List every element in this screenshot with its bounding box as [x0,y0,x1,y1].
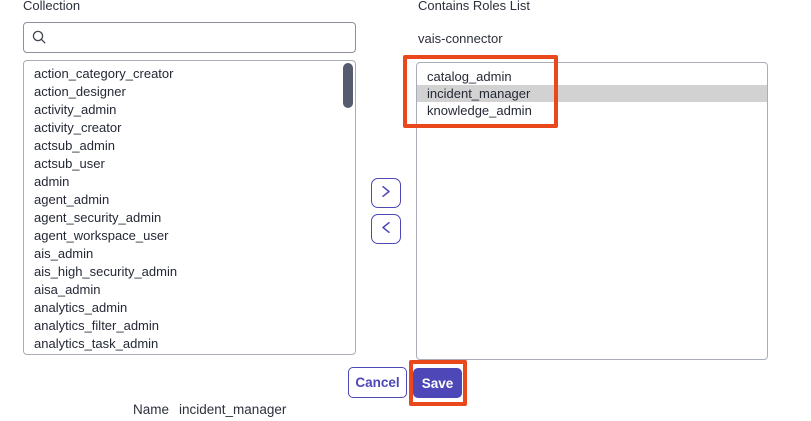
save-button[interactable]: Save [413,368,462,398]
list-item[interactable]: action_category_creator [34,66,174,81]
list-item[interactable]: catalog_admin [427,69,512,84]
list-item[interactable]: agent_security_admin [34,210,162,225]
name-row: Name incident_manager [133,402,286,417]
list-item[interactable]: aisa_admin [34,282,101,297]
list-item[interactable]: analytics_admin [34,300,128,315]
magnifier-icon [32,30,47,45]
search-box[interactable] [23,22,356,53]
list-item[interactable]: actsub_admin [34,138,115,153]
list-item[interactable]: action_designer [34,84,126,99]
contains-roles-label: Contains Roles List [418,0,530,13]
list-item[interactable]: ais_high_security_admin [34,264,178,279]
name-value: incident_manager [179,402,287,417]
list-item[interactable]: actsub_user [34,156,105,171]
collection-label: Collection [23,0,81,13]
list-item[interactable]: ais_admin [34,246,94,261]
record-name: vais-connector [418,31,503,46]
move-right-button[interactable] [371,178,401,208]
search-input[interactable] [54,30,347,45]
chevron-left-icon [381,221,391,237]
chevron-right-icon [381,185,391,201]
list-item[interactable]: analytics_viewer [24,353,355,354]
list-item[interactable]: agent_admin [34,192,110,207]
name-label: Name [133,402,170,417]
move-left-button[interactable] [371,214,401,244]
list-item[interactable]: analytics_task_admin [34,336,159,351]
cancel-button[interactable]: Cancel [348,367,407,398]
list-item[interactable]: incident_manager [417,85,767,102]
list-item[interactable]: knowledge_admin [427,103,532,118]
list-item[interactable]: analytics_filter_admin [34,318,160,333]
list-item[interactable]: admin [34,174,70,189]
list-item[interactable]: agent_workspace_user [34,228,169,243]
list-item[interactable]: activity_admin [34,102,117,117]
scrollbar-thumb[interactable] [343,63,353,108]
list-item[interactable]: activity_creator [34,120,122,135]
